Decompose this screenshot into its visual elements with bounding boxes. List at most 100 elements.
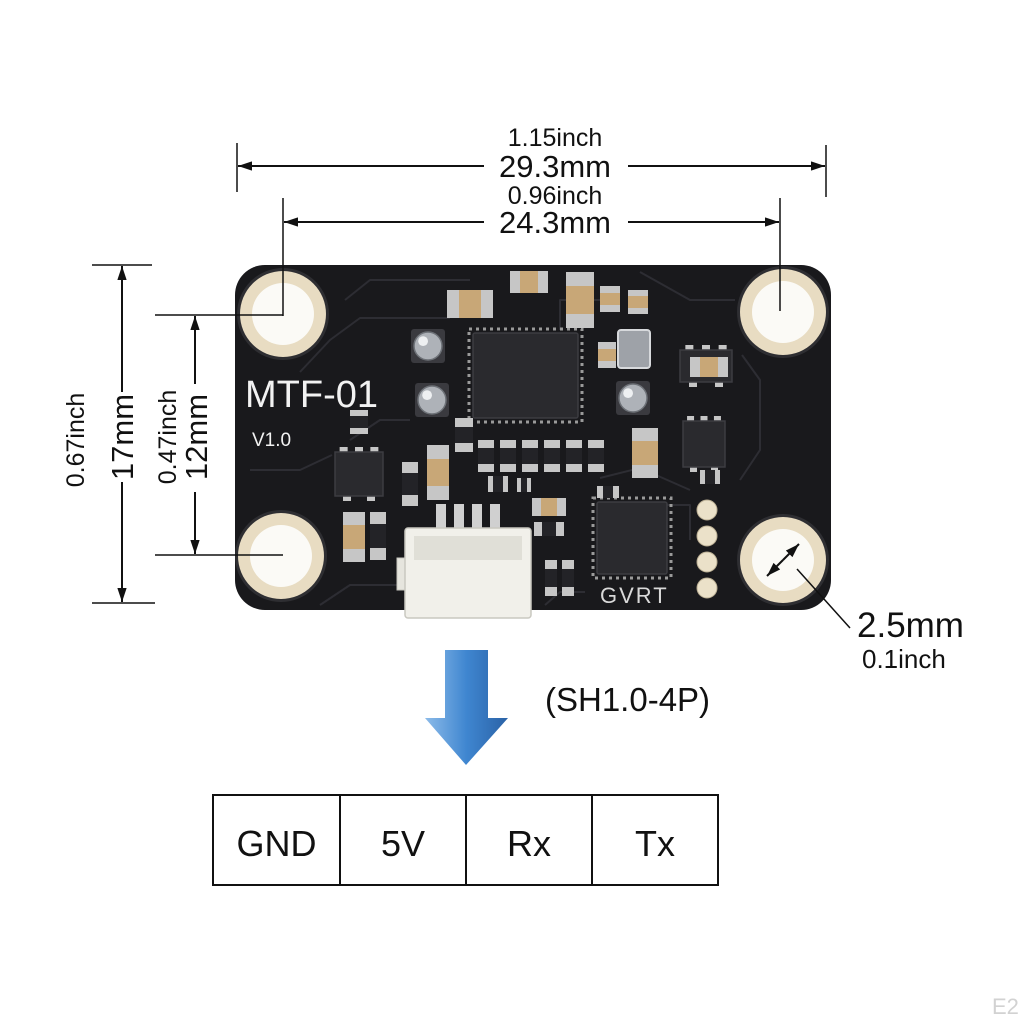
resistor-terminal — [500, 464, 516, 472]
connector-opening — [414, 536, 522, 560]
capacitor-terminal — [532, 498, 541, 516]
outer-width-mm-label: 29.3mm — [499, 149, 611, 184]
resistor — [517, 478, 531, 492]
led-highlight — [418, 336, 428, 346]
led-lens — [413, 331, 443, 361]
capacitor-terminal — [598, 342, 616, 349]
capacitor-terminal — [600, 305, 620, 312]
resistor — [478, 440, 494, 472]
capacitor-terminal — [447, 290, 459, 318]
connector-pin — [454, 504, 464, 534]
resistor — [597, 486, 619, 498]
pcb-module: MTF-01 V1.0 GVRT — [235, 265, 831, 619]
resistor-terminal — [503, 476, 508, 492]
capacitor-terminal — [427, 486, 449, 500]
capacitor — [566, 272, 594, 328]
sot-chip-lead — [713, 416, 721, 423]
sot-chip-lead — [702, 345, 710, 352]
pcb-trace — [250, 454, 333, 471]
hole-diameter-arrow-upper — [782, 543, 800, 561]
inductor-body — [617, 329, 651, 369]
resistor-terminal — [455, 418, 473, 427]
watermark-label: E2 — [992, 994, 1019, 1019]
dimension-annotations: 1.15inch 29.3mm 0.96inch 24.3mm 0.67inch… — [62, 124, 827, 604]
pin-label-2: 5V — [381, 823, 425, 864]
capacitor-terminal — [690, 357, 700, 377]
resistor-terminal — [350, 410, 368, 416]
sot-chip-lead — [690, 465, 697, 472]
board-logo-label: GVRT — [600, 583, 669, 608]
resistor-terminal — [556, 522, 564, 536]
hole-height-mm-label: 12mm — [179, 394, 214, 480]
resistor-terminal — [544, 440, 560, 448]
sensor-chip-body — [596, 501, 668, 575]
resistor — [700, 470, 720, 484]
hole-height-inch-label: 0.47inch — [154, 390, 182, 485]
pcb-trace — [344, 279, 470, 301]
pin-label-3: Rx — [507, 823, 551, 864]
regulator-chip-lead — [370, 447, 379, 454]
capacitor-terminal — [628, 290, 648, 296]
regulator-chip-lead — [339, 447, 348, 454]
test-pad — [696, 551, 718, 573]
pcb-trace — [299, 317, 450, 373]
resistor-terminal — [588, 440, 604, 448]
capacitor-terminal — [510, 271, 520, 293]
hole-width-mm-label: 24.3mm — [499, 205, 611, 240]
resistor — [370, 512, 386, 560]
capacitor — [690, 357, 728, 377]
resistor-terminal — [715, 470, 720, 484]
capacitor — [628, 290, 648, 314]
capacitor-terminal — [427, 445, 449, 459]
led-lens — [417, 385, 447, 415]
capacitor — [600, 286, 620, 312]
resistor-terminal — [700, 470, 705, 484]
capacitor — [447, 290, 493, 318]
resistor — [544, 440, 560, 472]
resistor-terminal — [613, 486, 619, 498]
resistor — [522, 440, 538, 472]
mounting-hole-bottom-left — [235, 510, 327, 602]
test-pad — [696, 577, 718, 599]
test-pad — [696, 525, 718, 547]
down-arrow-icon — [425, 650, 508, 765]
resistor-terminal — [500, 440, 516, 448]
regulator-chip-body — [334, 451, 384, 497]
hole-width-inch-label: 0.96inch — [508, 182, 603, 210]
main-processor-chip-pads — [467, 327, 584, 424]
resistor-terminal — [455, 443, 473, 452]
resistor — [488, 476, 508, 492]
main-processor-chip — [467, 327, 584, 424]
hole-diameter-annotation: 2.5mm 0.1inch — [766, 543, 964, 674]
resistor-terminal — [488, 476, 493, 492]
resistor-terminal — [522, 464, 538, 472]
hole-center — [752, 281, 814, 343]
capacitor-terminal — [557, 498, 566, 516]
led — [411, 329, 445, 363]
capacitor-terminal — [628, 308, 648, 314]
pcb-trace — [544, 591, 585, 606]
sot-chip-lead — [715, 380, 723, 387]
capacitor-terminal — [538, 271, 548, 293]
pinout-table: GND 5V Rx Tx — [212, 794, 719, 886]
resistor-terminal — [544, 464, 560, 472]
sot-chip-lead — [711, 465, 718, 472]
capacitor-terminal — [598, 361, 616, 368]
resistor-terminal — [545, 587, 557, 596]
sensor-chip — [591, 496, 673, 580]
pcb-trace — [739, 354, 761, 481]
resistor — [500, 440, 516, 472]
resistor-terminal — [370, 548, 386, 560]
capacitor — [427, 445, 449, 500]
sot-chip-body — [682, 420, 726, 468]
resistor-terminal — [588, 464, 604, 472]
regulator-chip — [334, 447, 384, 501]
pin-label-4: Tx — [635, 823, 675, 864]
sh1-connector — [396, 504, 532, 619]
connector-pin — [490, 504, 500, 534]
capacitor — [532, 498, 566, 516]
sot-chip-lead — [687, 416, 695, 423]
resistor — [455, 418, 473, 452]
resistor-terminal — [566, 464, 582, 472]
resistor-terminal — [545, 560, 557, 569]
